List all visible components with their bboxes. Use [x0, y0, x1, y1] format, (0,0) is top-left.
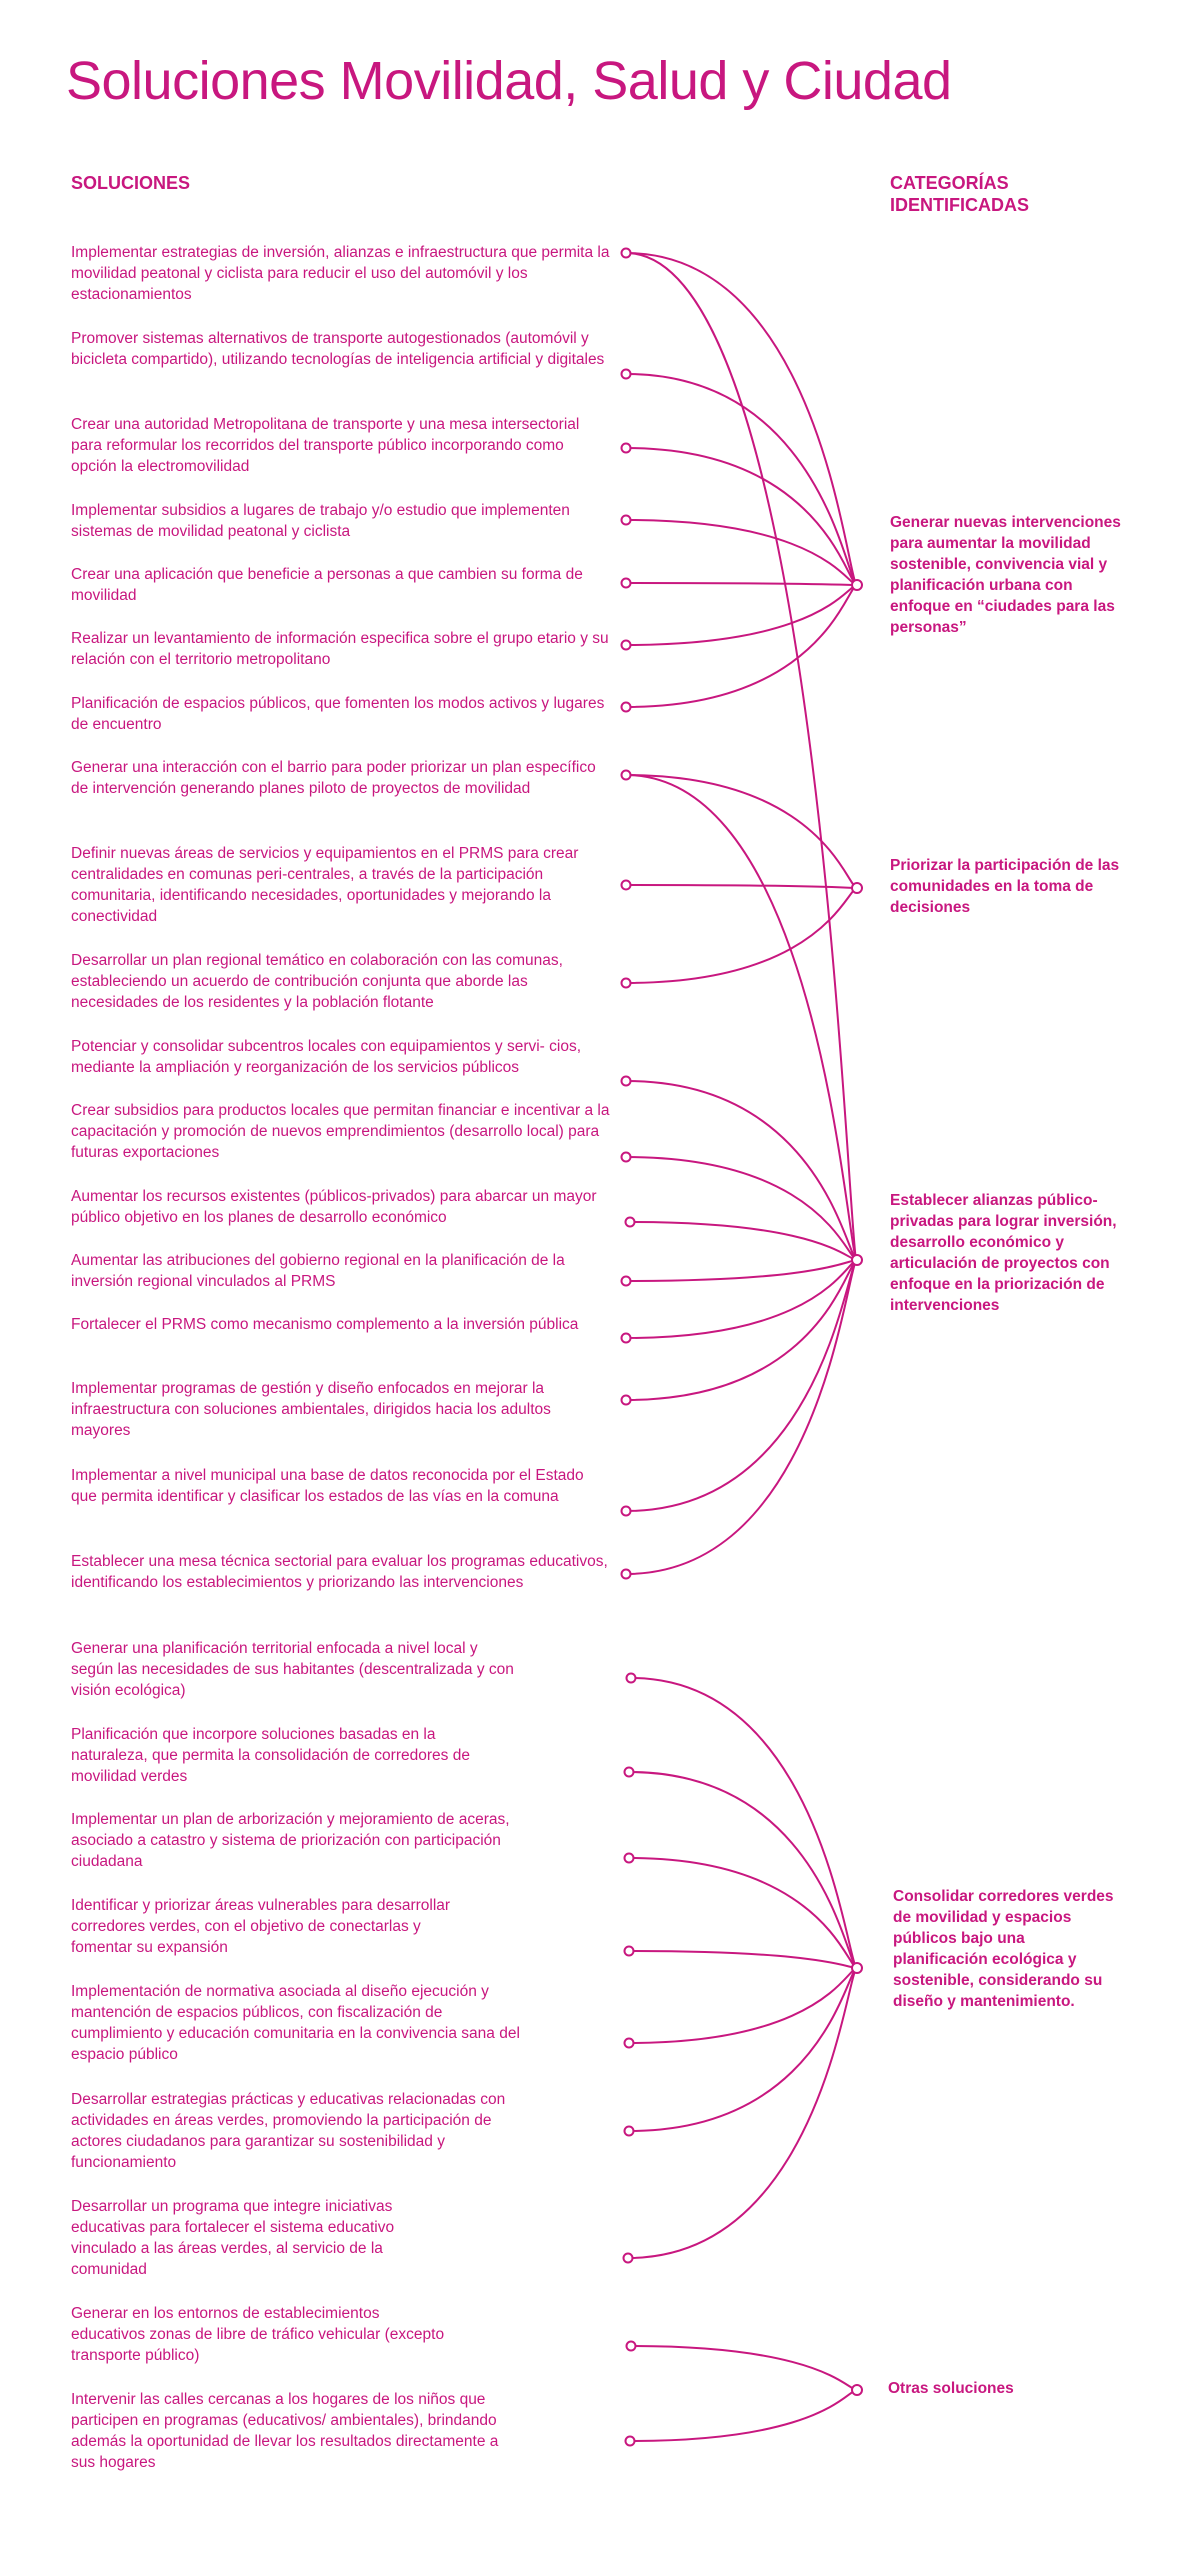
page-title: Soluciones Movilidad, Salud y Ciudad — [66, 51, 952, 111]
category-item: Generar nuevas intervenciones para aumen… — [890, 514, 1121, 636]
solution-node — [620, 1505, 632, 1517]
connector-curve — [625, 884, 858, 889]
solution-item: Implementar estrategias de inversión, al… — [71, 244, 610, 303]
solution-node — [620, 1568, 632, 1580]
connector-curve — [630, 2345, 858, 2391]
connector-curve — [625, 1259, 858, 1339]
solution-node — [624, 2435, 636, 2447]
connector-curve — [629, 1221, 858, 1261]
solution-item: Crear subsidios para productos locales q… — [71, 1102, 610, 1161]
solution-node — [620, 368, 632, 380]
solution-item: Implementación de normativa asociada al … — [71, 1983, 520, 2063]
solution-node — [623, 1852, 635, 1864]
solution-node — [624, 1216, 636, 1228]
solution-item: Implementar subsidios a lugares de traba… — [71, 502, 570, 540]
solution-node — [623, 2125, 635, 2137]
category-item: Priorizar la participación de las comuni… — [890, 857, 1120, 916]
connector-curve — [628, 1950, 858, 1969]
solution-item: Aumentar los recursos existentes (públic… — [71, 1188, 597, 1226]
solution-node — [620, 977, 632, 989]
solution-item: Fortalecer el PRMS como mecanismo comple… — [71, 1316, 579, 1333]
solution-node — [620, 247, 632, 259]
solution-item: Implementar a nivel municipal una base d… — [71, 1467, 584, 1505]
solution-node — [620, 879, 632, 891]
solution-item: Promover sistemas alternativos de transp… — [71, 330, 605, 368]
category-item: Otras soluciones — [888, 2380, 1014, 2397]
solution-item: Planificación de espacios públicos, que … — [71, 695, 605, 733]
categories-column-header: CATEGORÍAS IDENTIFICADAS — [890, 173, 1029, 215]
category-hub-node — [851, 579, 863, 591]
connector-curve — [625, 1259, 858, 1282]
solution-item: Implementar un plan de arborización y me… — [71, 1811, 510, 1870]
category-item: Establecer alianzas público-privadas par… — [890, 1192, 1117, 1314]
solution-node — [620, 701, 632, 713]
connector-curve — [628, 1771, 858, 1969]
connector-curve — [625, 252, 858, 1261]
solution-item: Generar una interacción con el barrio pa… — [71, 759, 596, 797]
solution-node — [620, 1151, 632, 1163]
connector-curve — [625, 887, 858, 984]
solution-node — [622, 2252, 634, 2264]
solution-item: Implementar programas de gestión y diseñ… — [71, 1380, 551, 1439]
connector-curve — [625, 252, 858, 586]
solution-node — [620, 1332, 632, 1344]
connector-curve — [625, 1156, 858, 1261]
connector-curve — [628, 1967, 858, 2044]
solution-node — [620, 1075, 632, 1087]
connector-curve — [625, 774, 858, 1261]
connector-curve — [625, 447, 858, 586]
solution-node — [620, 442, 632, 454]
solution-node — [620, 514, 632, 526]
solution-item: Planificación que incorpore soluciones b… — [71, 1726, 470, 1785]
connector-curve — [625, 584, 858, 708]
connector-curve — [625, 1080, 858, 1261]
solution-node — [625, 2340, 637, 2352]
solution-item: Establecer una mesa técnica sectorial pa… — [71, 1553, 608, 1591]
category-hub-node — [851, 1254, 863, 1266]
solution-item: Desarrollar un plan regional temático en… — [71, 952, 563, 1011]
solution-item: Realizar un levantamiento de información… — [71, 630, 609, 668]
solution-item: Crear una autoridad Metropolitana de tra… — [71, 416, 580, 475]
connector-curve — [630, 1677, 858, 1969]
connector-curve — [625, 373, 858, 586]
solution-node — [623, 2037, 635, 2049]
solution-item: Generar en los entornos de establecimien… — [71, 2305, 445, 2364]
solution-node — [623, 1945, 635, 1957]
solution-node — [620, 769, 632, 781]
connector-curve — [629, 2389, 858, 2442]
connector-curve — [625, 1259, 858, 1575]
solution-node — [623, 1766, 635, 1778]
solution-item: Generar una planificación territorial en… — [71, 1640, 514, 1699]
solution-item: Identificar y priorizar áreas vulnerable… — [71, 1897, 451, 1956]
solution-item: Desarrollar estrategias prácticas y educ… — [71, 2091, 506, 2171]
solution-node — [620, 639, 632, 651]
solution-item: Desarrollar un programa que integre inic… — [71, 2198, 395, 2278]
connector-curve — [625, 582, 858, 586]
solution-node — [620, 1275, 632, 1287]
category-hub-node — [851, 2384, 863, 2396]
solutions-column-header: SOLUCIONES — [71, 173, 191, 193]
connector-curve — [625, 1259, 858, 1401]
solution-item: Definir nuevas áreas de servicios y equi… — [71, 845, 579, 925]
connector-curve — [627, 1967, 858, 2259]
category-hub-node — [851, 1962, 863, 1974]
solution-item: Crear una aplicación que beneficie a per… — [71, 566, 583, 604]
connector-curve — [628, 1857, 858, 1969]
solution-item: Aumentar las atribuciones del gobierno r… — [71, 1252, 565, 1290]
solution-item: Potenciar y consolidar subcentros locale… — [71, 1038, 582, 1076]
solution-node — [625, 1672, 637, 1684]
solution-item: Intervenir las calles cercanas a los hog… — [71, 2391, 499, 2471]
solution-node — [620, 577, 632, 589]
connector-curve — [628, 1967, 858, 2132]
solution-node — [620, 1394, 632, 1406]
connector-curve — [625, 774, 858, 889]
category-hub-node — [851, 882, 863, 894]
category-item: Consolidar corredores verdes de movilida… — [893, 1888, 1114, 2010]
